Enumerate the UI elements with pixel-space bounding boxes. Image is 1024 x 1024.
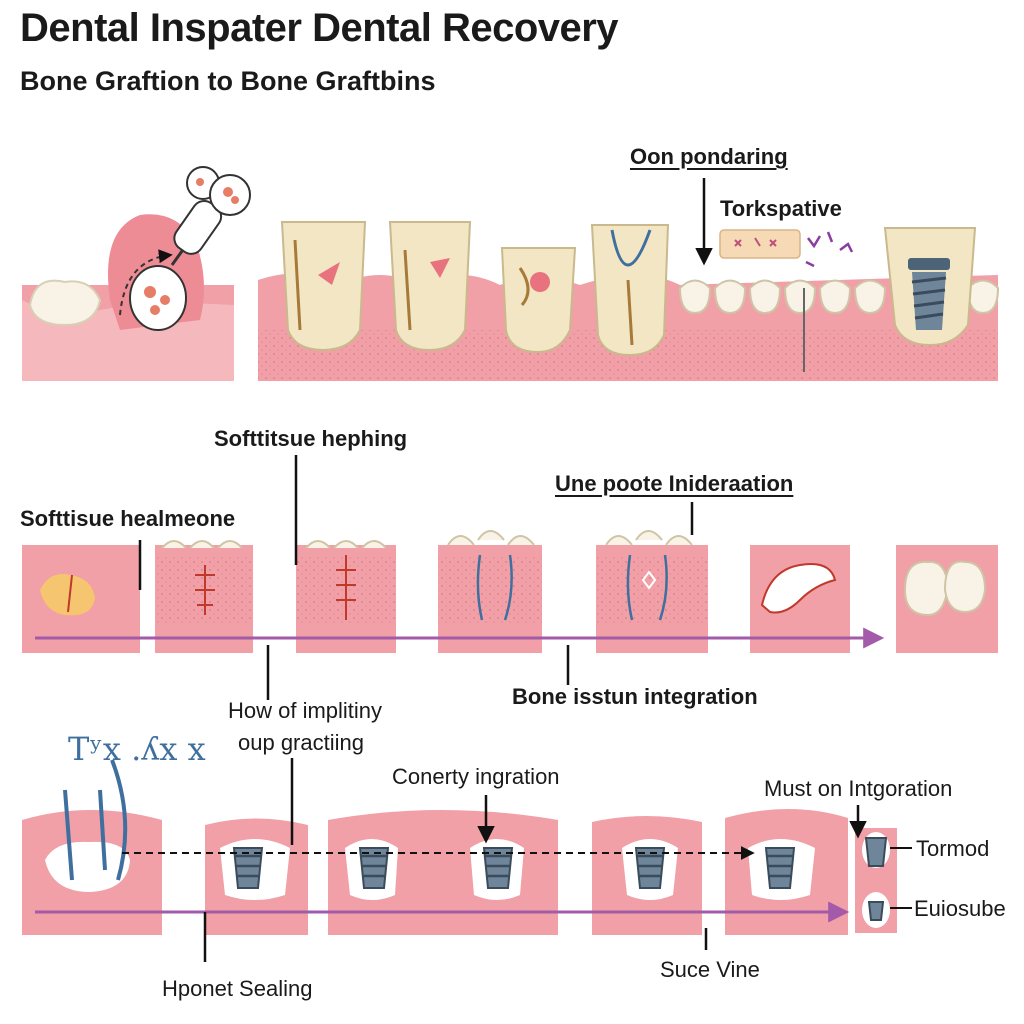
bone-graft-strip <box>258 178 1000 381</box>
graft-stage-3 <box>500 247 577 354</box>
healing-blob <box>40 574 95 616</box>
label-soft-tissue-top: Softtitsue heрhing <box>214 426 408 451</box>
page-title: Dental Inspater Dental Recovery <box>20 6 619 50</box>
label-conerty-ingration: Conerty ingration <box>392 764 560 789</box>
label-oon-pondaring: Oon pondaring <box>630 144 788 169</box>
label-soft-tissue-left: Softtisue healmeone <box>20 506 236 531</box>
teeth-row <box>678 279 1000 315</box>
healing-row <box>22 455 998 700</box>
graft-stage-4 <box>590 224 670 357</box>
label-une-poote: Une poote Inideraation <box>555 471 794 496</box>
graft-stage-2 <box>388 221 472 352</box>
implant-in-bone <box>883 227 977 347</box>
graft-stage-1 <box>280 221 367 352</box>
handwritten-note: Tʸx .ʎx x <box>68 730 206 768</box>
gum-flap <box>760 563 837 614</box>
page-subtitle: Bone Graftion to Bone Graftbins <box>20 66 436 96</box>
label-euiosube: Euiosube <box>914 896 1006 921</box>
implant-screw <box>232 837 888 921</box>
implant-integration-row <box>22 758 912 962</box>
label-bone-integration: Bone isstun integration <box>512 684 758 709</box>
label-torkspative: Torkspative <box>720 196 842 221</box>
suture-strands <box>63 759 128 881</box>
molar-tooth <box>28 279 102 327</box>
label-hponet-sealing: Hponet Sealing <box>162 976 313 1001</box>
bone-particles <box>805 231 854 268</box>
graft-socket <box>129 265 187 331</box>
label-tormod: Tormod <box>916 836 990 861</box>
graft-membrane <box>719 229 801 259</box>
label-how-of-implitiny: How of implitiny <box>228 698 383 723</box>
extraction-panel <box>22 166 251 381</box>
label-suce-vine: Suce Vine <box>660 957 760 982</box>
label-must-on-intgoration: Must on Intgoration <box>764 776 953 801</box>
label-oup-gractiing: oup gractiing <box>238 730 364 755</box>
